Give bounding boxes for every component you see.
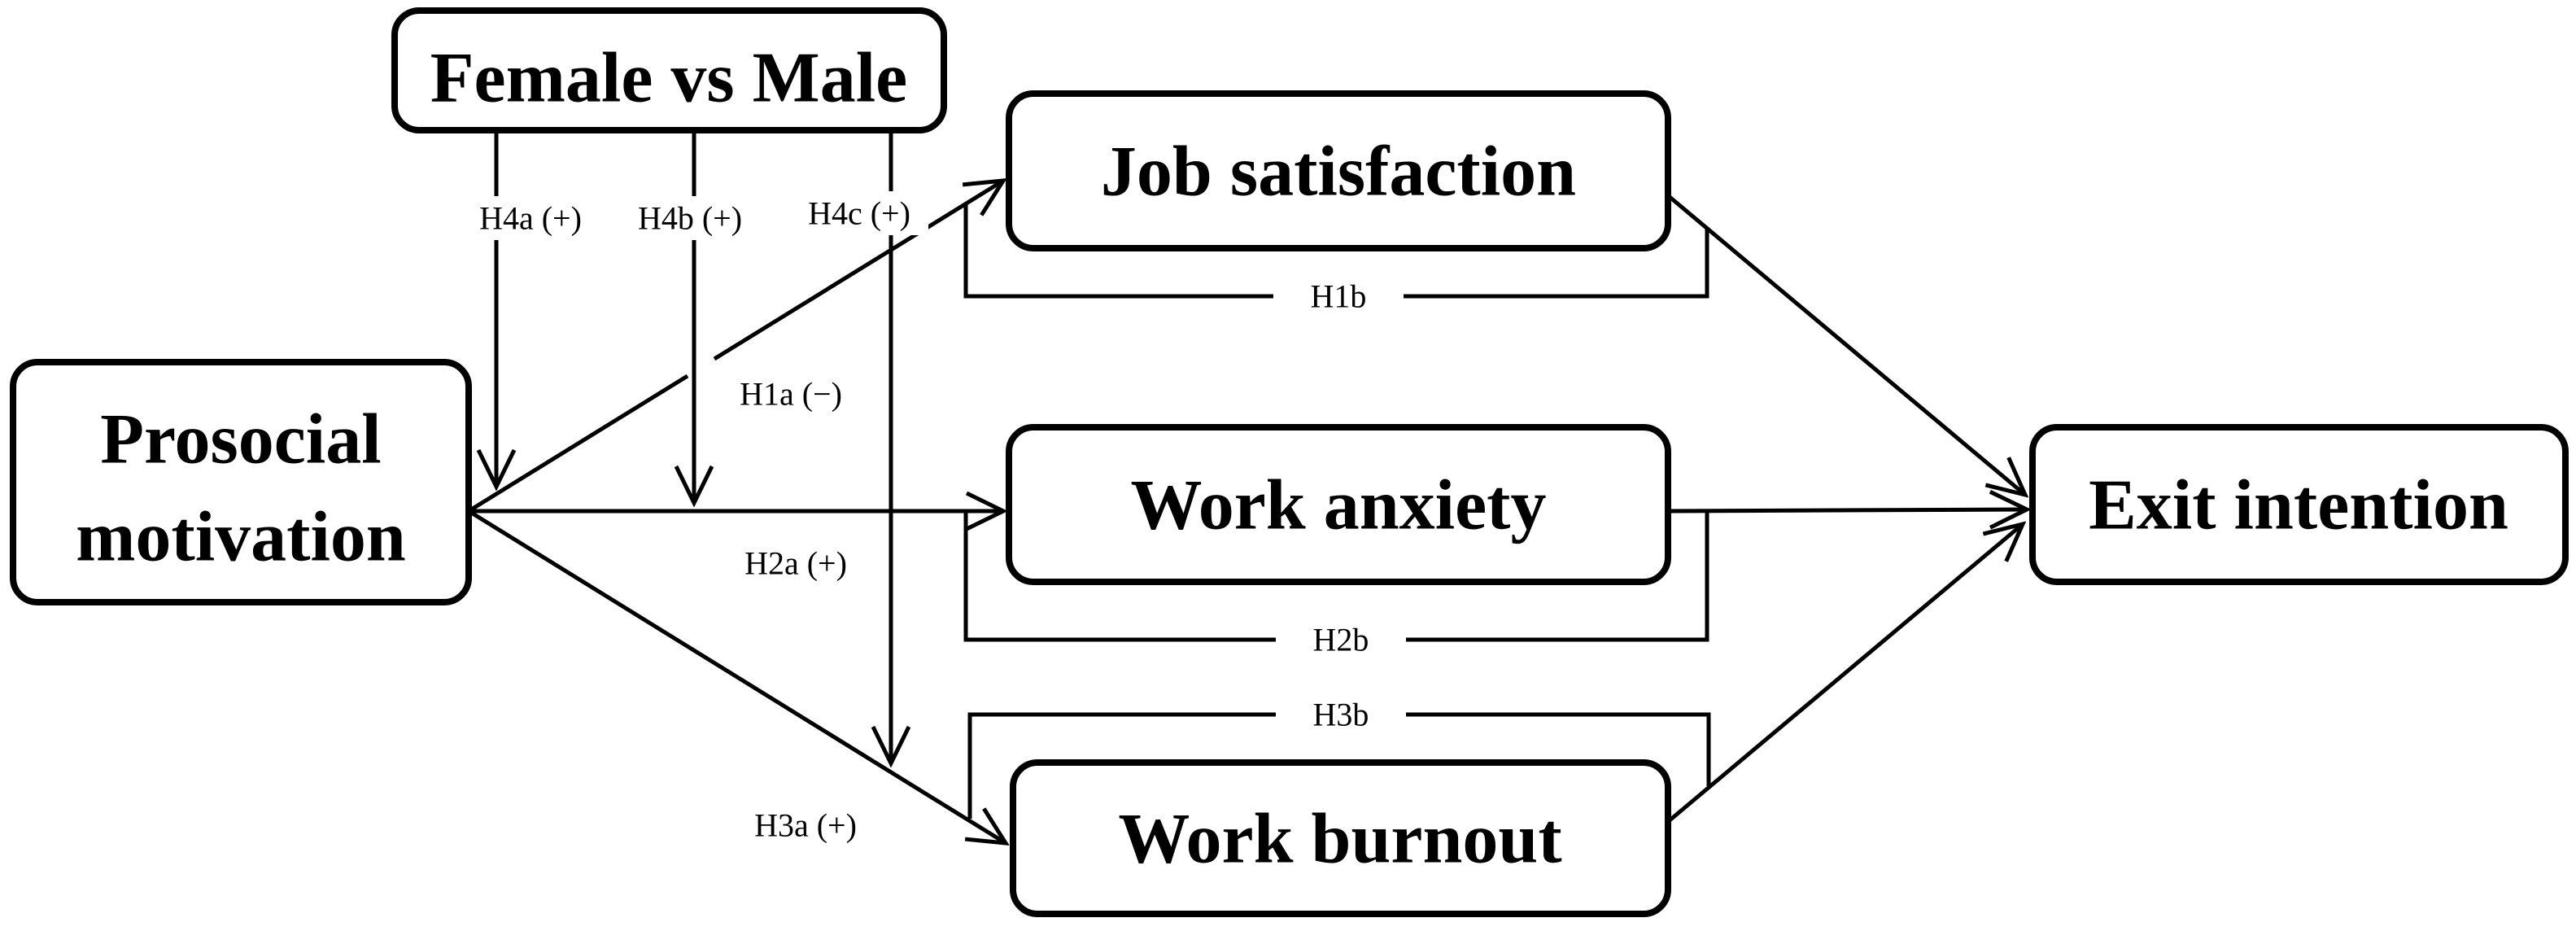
edge-label-h3b: H3b [1313, 697, 1369, 733]
edge-workburnout-exit-arrow [1668, 524, 2023, 822]
edge-h1a-arrow-segment1 [467, 374, 689, 514]
node-prosocial-motivation: Prosocial motivation [10, 359, 472, 605]
node-prosocial-motivation-label-line2: motivation [76, 498, 406, 577]
node-work-burnout: Work burnout [1010, 759, 1671, 917]
node-job-satisfaction: Job satisfaction [1006, 90, 1671, 251]
h2a-label-bg [727, 541, 865, 585]
edge-label-h2a: H2a (+) [744, 545, 847, 582]
edge-label-h3a: H3a (+) [754, 807, 857, 844]
h1a-label-bg [722, 372, 860, 416]
edge-h1a-arrow-segment2 [713, 181, 1003, 361]
h3b-label-bg [1276, 694, 1406, 735]
node-prosocial-motivation-label-line1: Prosocial [100, 400, 381, 479]
node-gender: Female vs Male [391, 7, 947, 133]
node-exit-intention-label: Exit intention [2089, 466, 2508, 545]
h1b-label-bg [1273, 276, 1404, 317]
node-prosocial-motivation-box [10, 359, 472, 605]
node-exit-intention-box [2029, 424, 2569, 585]
edge-jobsatisfaction-exit-arrow [1668, 195, 2025, 495]
node-work-anxiety-label: Work anxiety [1131, 466, 1547, 545]
edge-label-h4b: H4b (+) [638, 200, 742, 237]
edge-label-h2b: H2b [1313, 622, 1369, 658]
node-work-anxiety-box [1006, 424, 1671, 585]
edge-label-h4c: H4c (+) [808, 195, 910, 232]
node-work-anxiety: Work anxiety [1006, 424, 1671, 585]
edge-workanxiety-exit-arrow [1669, 509, 2027, 511]
h2b-label-bg [1276, 619, 1406, 660]
node-gender-box [391, 7, 947, 133]
h4c-label-bg [790, 191, 928, 235]
node-job-satisfaction-label: Job satisfaction [1101, 133, 1576, 212]
edge-label-h1a: H1a (−) [740, 376, 842, 413]
edge-label-h1b: H1b [1311, 278, 1367, 315]
h4a-label-bg [461, 196, 600, 240]
node-job-satisfaction-box [1006, 90, 1671, 251]
node-exit-intention: Exit intention [2029, 424, 2569, 585]
node-gender-label: Female vs Male [430, 39, 907, 118]
h4b-label-bg [621, 196, 759, 240]
edge-label-h4a: H4a (+) [479, 200, 582, 237]
h3a-label-bg [736, 803, 875, 847]
node-work-burnout-label: Work burnout [1118, 800, 1561, 879]
node-work-burnout-box [1010, 759, 1671, 917]
edge-h3a-arrow [467, 509, 1006, 843]
